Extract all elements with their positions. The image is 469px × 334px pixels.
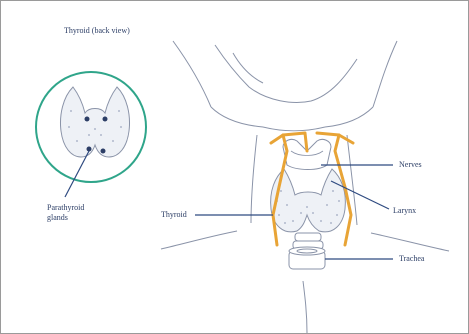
label-larynx: Larynx — [393, 206, 416, 216]
inset-back-view — [36, 72, 146, 197]
label-parathyroid-line2: glands — [47, 213, 68, 223]
trachea — [289, 247, 325, 269]
label-trachea: Trachea — [399, 254, 424, 264]
label-parathyroid-line1: Parathyroid — [47, 203, 84, 213]
label-nerves: Nerves — [399, 160, 422, 170]
label-thyroid: Thyroid — [161, 210, 187, 220]
larynx-thyroid-illustration — [271, 139, 346, 269]
inset-title: Thyroid (back view) — [64, 26, 130, 36]
neck-outline — [161, 41, 449, 333]
